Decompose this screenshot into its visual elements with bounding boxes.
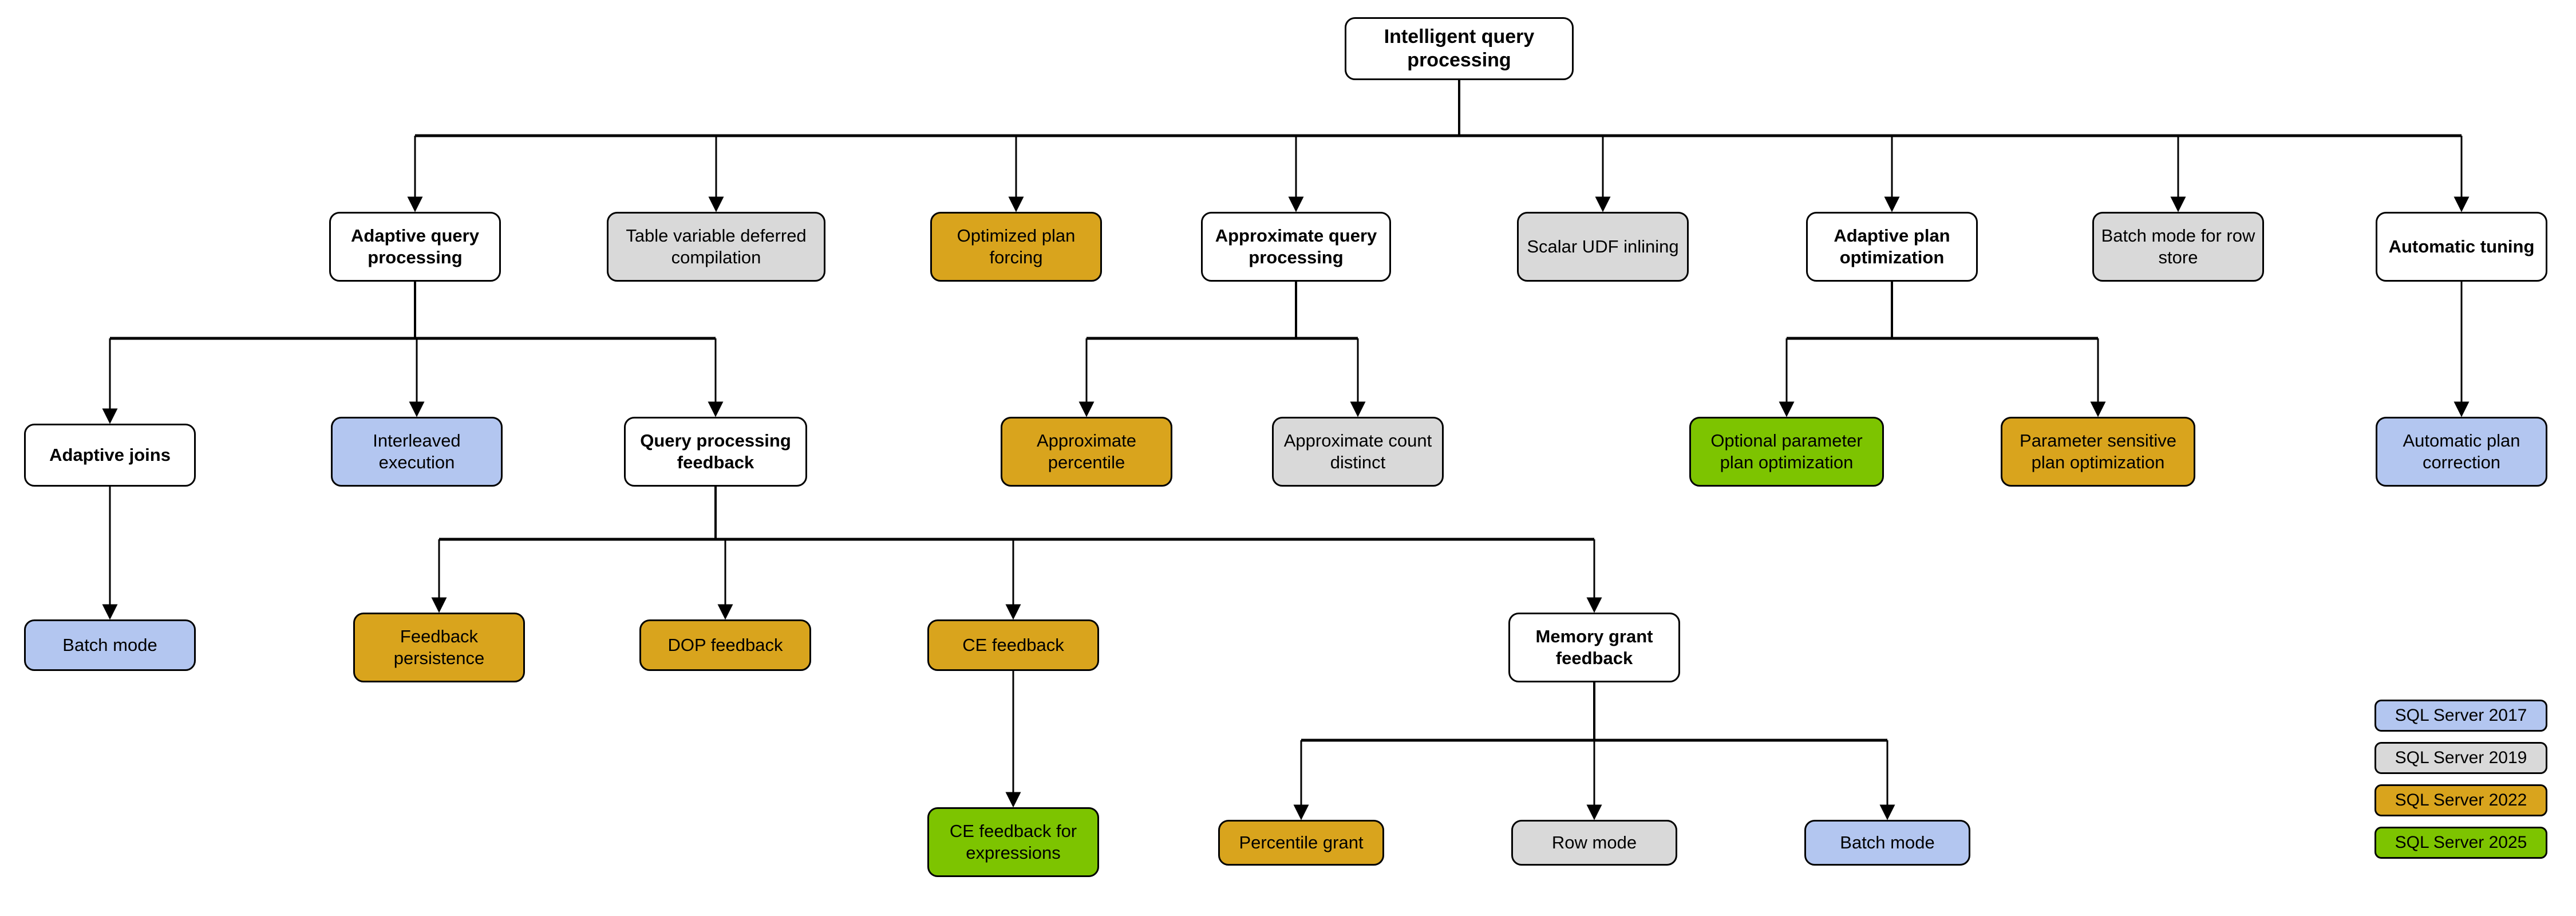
node-label: Automatic tuning bbox=[2388, 236, 2535, 257]
node-ce-feedback[interactable]: CE feedback bbox=[927, 619, 1099, 671]
node-label: Percentile grant bbox=[1239, 832, 1364, 853]
node-label: Parameter sensitive plan optimization bbox=[2020, 431, 2176, 472]
node-label: Intelligent query processing bbox=[1384, 25, 1535, 71]
legend-item-sql-server-2022[interactable]: SQL Server 2022 bbox=[2374, 784, 2547, 816]
node-parameter-sensitive-plan-optimization[interactable]: Parameter sensitive plan optimization bbox=[2001, 417, 2195, 487]
node-approximate-query-processing[interactable]: Approximate query processing bbox=[1201, 212, 1391, 282]
node-label: Memory grant feedback bbox=[1535, 626, 1653, 668]
node-percentile-grant[interactable]: Percentile grant bbox=[1218, 820, 1384, 866]
node-interleaved-execution[interactable]: Interleaved execution bbox=[331, 417, 503, 487]
node-label: Automatic plan correction bbox=[2403, 431, 2520, 472]
node-approximate-percentile[interactable]: Approximate percentile bbox=[1001, 417, 1172, 487]
node-batch-mode[interactable]: Batch mode bbox=[24, 619, 196, 671]
node-label: Batch mode bbox=[1840, 832, 1935, 853]
node-label: Adaptive query processing bbox=[351, 226, 479, 267]
node-batch-mode[interactable]: Batch mode bbox=[1804, 820, 1970, 866]
node-ce-feedback-for-expressions[interactable]: CE feedback for expressions bbox=[927, 807, 1099, 877]
node-row-mode[interactable]: Row mode bbox=[1511, 820, 1677, 866]
node-label: Table variable deferred compilation bbox=[626, 226, 807, 267]
legend-label: SQL Server 2025 bbox=[2395, 833, 2527, 852]
node-label: Optional parameter plan optimization bbox=[1710, 431, 1863, 472]
node-feedback-persistence[interactable]: Feedback persistence bbox=[353, 613, 525, 682]
legend-item-sql-server-2019[interactable]: SQL Server 2019 bbox=[2374, 742, 2547, 774]
legend-item-sql-server-2017[interactable]: SQL Server 2017 bbox=[2374, 700, 2547, 732]
node-scalar-udf-inlining[interactable]: Scalar UDF inlining bbox=[1517, 212, 1689, 282]
node-label: Approximate query processing bbox=[1215, 226, 1377, 267]
node-label: Feedback persistence bbox=[393, 626, 485, 668]
node-automatic-tuning[interactable]: Automatic tuning bbox=[2376, 212, 2547, 282]
legend-label: SQL Server 2022 bbox=[2395, 791, 2527, 810]
node-automatic-plan-correction[interactable]: Automatic plan correction bbox=[2376, 417, 2547, 487]
node-memory-grant-feedback[interactable]: Memory grant feedback bbox=[1508, 613, 1680, 682]
legend-item-sql-server-2025[interactable]: SQL Server 2025 bbox=[2374, 827, 2547, 859]
node-label: DOP feedback bbox=[667, 635, 783, 656]
node-label: Adaptive joins bbox=[49, 445, 171, 465]
node-label: Batch mode for row store bbox=[2101, 226, 2255, 267]
legend-label: SQL Server 2019 bbox=[2395, 748, 2527, 767]
node-adaptive-query-processing[interactable]: Adaptive query processing bbox=[329, 212, 501, 282]
node-label: Adaptive plan optimization bbox=[1834, 226, 1950, 267]
node-approximate-count-distinct[interactable]: Approximate count distinct bbox=[1272, 417, 1444, 487]
node-label: Query processing feedback bbox=[640, 431, 791, 472]
node-label: Scalar UDF inlining bbox=[1527, 236, 1679, 257]
node-query-processing-feedback[interactable]: Query processing feedback bbox=[624, 417, 807, 487]
node-label: Batch mode bbox=[62, 635, 157, 656]
node-optional-parameter-plan-optimization[interactable]: Optional parameter plan optimization bbox=[1689, 417, 1884, 487]
node-label: CE feedback for expressions bbox=[949, 821, 1077, 863]
node-table-variable-deferred-compilation[interactable]: Table variable deferred compilation bbox=[607, 212, 825, 282]
node-optimized-plan-forcing[interactable]: Optimized plan forcing bbox=[930, 212, 1102, 282]
node-label: Row mode bbox=[1551, 832, 1637, 853]
node-dop-feedback[interactable]: DOP feedback bbox=[639, 619, 811, 671]
node-adaptive-joins[interactable]: Adaptive joins bbox=[24, 424, 196, 487]
node-label: Interleaved execution bbox=[373, 431, 461, 472]
node-label: Approximate percentile bbox=[1036, 431, 1137, 472]
node-intelligent-query-processing[interactable]: Intelligent query processing bbox=[1345, 17, 1574, 80]
legend-label: SQL Server 2017 bbox=[2395, 706, 2527, 725]
node-label: Approximate count distinct bbox=[1283, 431, 1432, 472]
node-batch-mode-for-row-store[interactable]: Batch mode for row store bbox=[2092, 212, 2264, 282]
node-label: Optimized plan forcing bbox=[957, 226, 1076, 267]
node-label: CE feedback bbox=[962, 635, 1064, 656]
node-adaptive-plan-optimization[interactable]: Adaptive plan optimization bbox=[1806, 212, 1978, 282]
